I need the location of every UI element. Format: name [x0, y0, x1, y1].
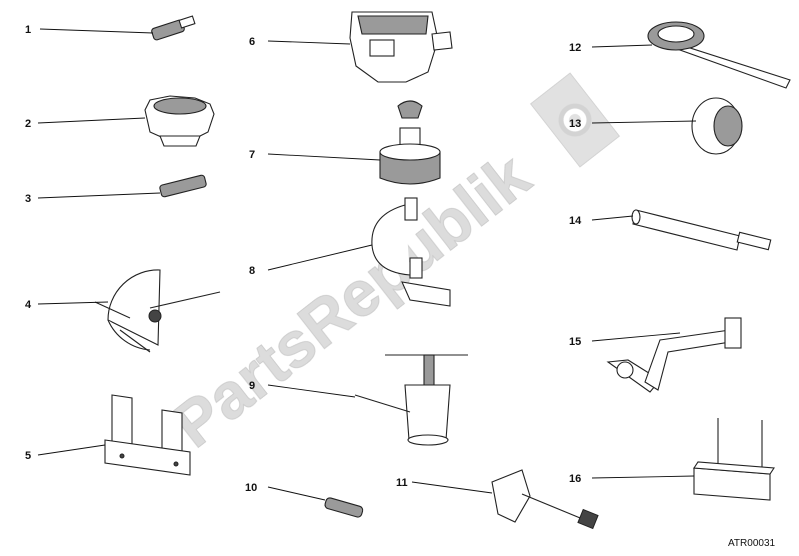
callout-11: 11 [396, 477, 408, 489]
callout-3: 3 [25, 193, 31, 205]
callout-2: 2 [25, 118, 31, 130]
tool-6 [267, 11, 453, 83]
tool-2 [37, 95, 215, 147]
tool-7 [267, 100, 441, 185]
callout-4: 4 [25, 299, 32, 311]
watermark-text: PartsRepublik [159, 139, 543, 461]
gear-logo-icon [529, 72, 621, 168]
callout-5: 5 [25, 450, 31, 462]
callout-7: 7 [249, 149, 255, 161]
tool-15 [591, 317, 742, 393]
tool-5 [37, 394, 191, 476]
callout-1: 1 [25, 24, 31, 36]
callout-14: 14 [569, 215, 582, 227]
drawing-code: ATR00031 [728, 538, 776, 549]
tool-14 [591, 209, 772, 251]
callout-12: 12 [569, 42, 581, 54]
callout-8: 8 [249, 265, 255, 277]
tool-10 [267, 486, 364, 518]
callout-13: 13 [569, 118, 581, 130]
tool-9 [267, 354, 468, 446]
tool-3 [37, 174, 207, 199]
tool-12 [591, 21, 791, 89]
callout-9: 9 [249, 380, 255, 392]
callout-labels: 1 2 3 4 5 6 7 8 9 10 11 12 13 14 15 16 [25, 24, 582, 494]
callout-10: 10 [245, 482, 257, 494]
callout-15: 15 [569, 336, 581, 348]
callout-6: 6 [249, 36, 255, 48]
callout-16: 16 [569, 473, 581, 485]
tool-11 [411, 469, 599, 530]
tool-4 [37, 269, 221, 353]
tool-13 [591, 97, 743, 155]
tool-8 [267, 197, 451, 307]
tool-1 [39, 15, 196, 41]
tool-16 [591, 418, 775, 501]
